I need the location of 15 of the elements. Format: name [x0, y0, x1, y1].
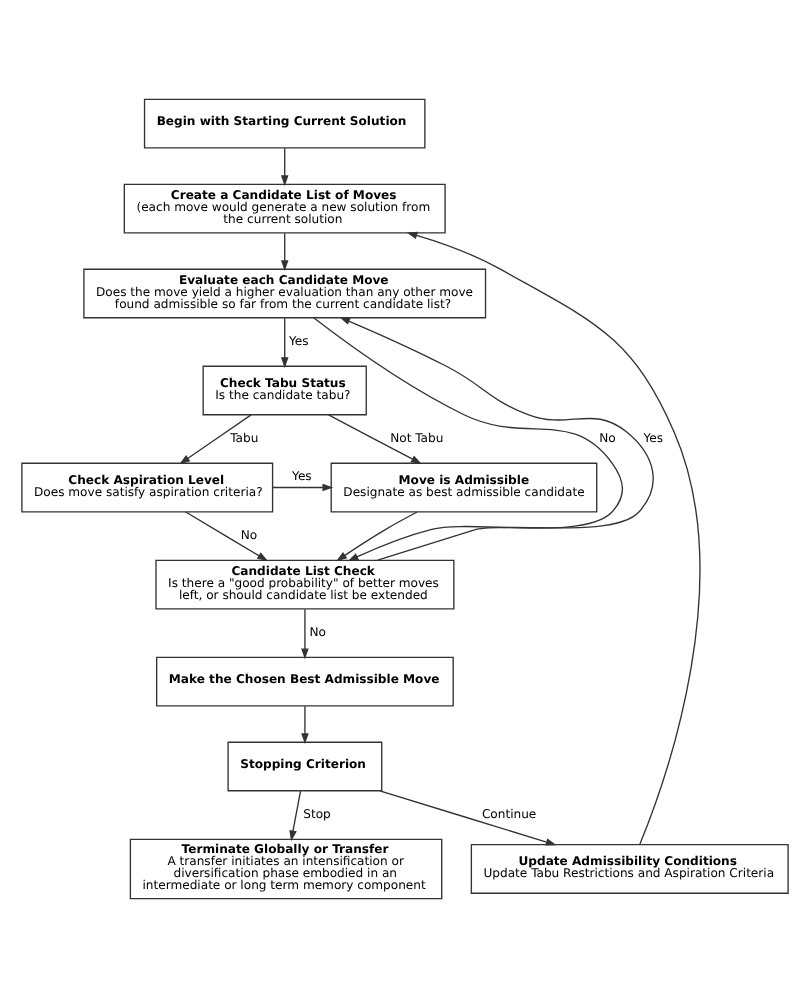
- arrow: [272, 482, 334, 491]
- arrow: [185, 510, 268, 561]
- arrow: [301, 704, 309, 744]
- arrow: [379, 789, 557, 845]
- arrow: [301, 607, 309, 659]
- arrow: [280, 316, 289, 368]
- arrow: [339, 316, 654, 560]
- arrow: [280, 231, 289, 271]
- arrow: [327, 413, 422, 463]
- arrow: [406, 230, 701, 845]
- arrow: [312, 316, 624, 561]
- arrow: [336, 510, 418, 561]
- arrow: [280, 146, 289, 186]
- arrow: [289, 789, 302, 841]
- arrow: [179, 413, 252, 464]
